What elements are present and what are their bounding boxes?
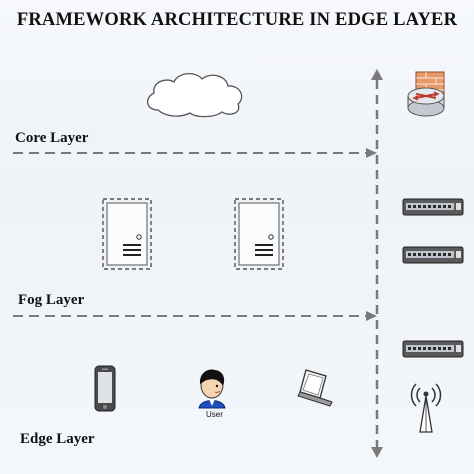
core-layer-arrow bbox=[13, 148, 377, 158]
vertical-bidirectional-arrow bbox=[371, 69, 383, 458]
wireless-antenna-icon bbox=[410, 383, 442, 433]
network-switch-icon-1 bbox=[402, 198, 464, 216]
fog-layer-arrow bbox=[13, 311, 377, 321]
network-switch-icon-3 bbox=[402, 340, 464, 358]
network-switch-icon-2 bbox=[402, 246, 464, 264]
mobile-phone-icon bbox=[94, 365, 116, 412]
core-layer-label: Core Layer bbox=[15, 130, 89, 146]
cloud-icon bbox=[147, 73, 243, 118]
router-firewall-icon bbox=[407, 71, 445, 117]
laptop-icon bbox=[297, 369, 333, 407]
user-avatar-icon bbox=[198, 369, 226, 409]
diagram-title: FRAMEWORK ARCHITECTURE IN EDGE LAYER bbox=[16, 10, 458, 30]
server-icon-right bbox=[234, 198, 284, 270]
edge-layer-label: Edge Layer bbox=[20, 431, 95, 447]
server-icon-left bbox=[102, 198, 152, 270]
user-label: User bbox=[206, 410, 223, 419]
fog-layer-label: Fog Layer bbox=[18, 292, 85, 308]
